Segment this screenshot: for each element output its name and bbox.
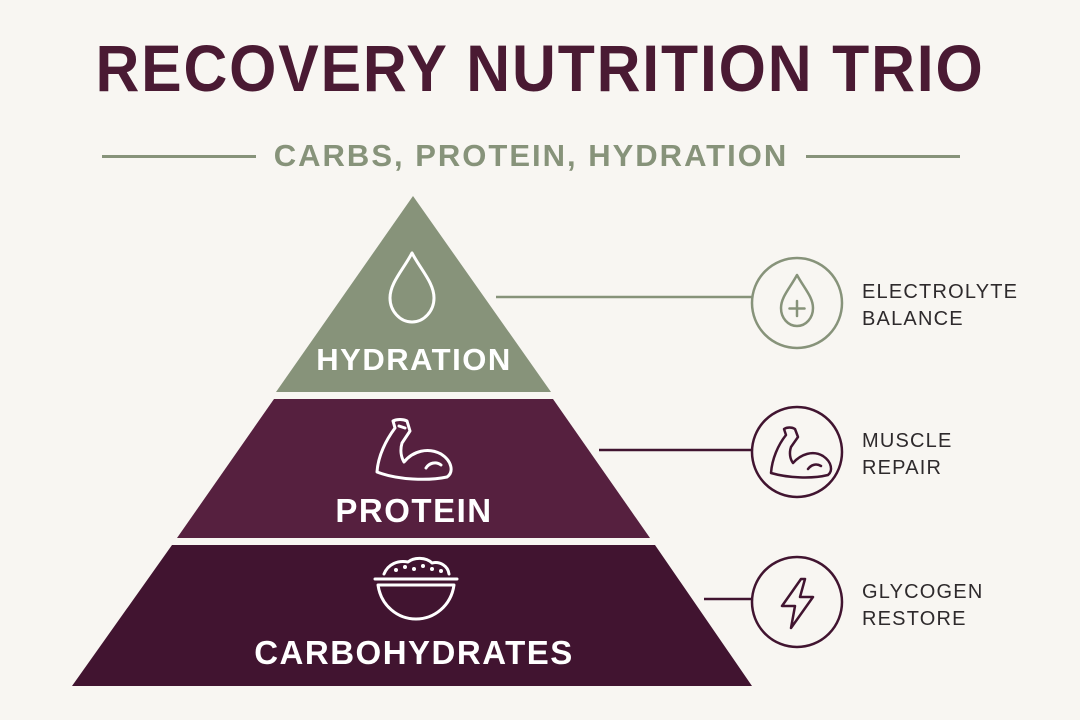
tier-label-protein: PROTEIN (335, 492, 492, 529)
pyramid-tier-protein (177, 399, 650, 538)
benefit-label-electrolyte-line1: ELECTROLYTE (862, 281, 1018, 303)
flexed-arm-icon (769, 426, 833, 479)
pyramid-tier-carbohydrates (72, 545, 752, 686)
benefit-circle-electrolyte (750, 256, 844, 350)
page-title: RECOVERY NUTRITION TRIO (95, 31, 985, 105)
benefit-circle-muscle (750, 405, 844, 499)
subtitle-row: CARBS, PROTEIN, HYDRATION (102, 134, 960, 178)
benefit-label-electrolyte-line2: BALANCE (862, 308, 964, 330)
benefit-circle-glycogen (750, 555, 844, 649)
page-subtitle: CARBS, PROTEIN, HYDRATION (273, 138, 789, 173)
water-drop-icon (388, 251, 436, 324)
benefit-label-muscle-line2: REPAIR (862, 457, 942, 479)
benefit-label-glycogen-line2: RESTORE (862, 608, 967, 630)
drop-plus-icon (779, 273, 815, 328)
benefit-label-glycogen-line1: GLYCOGEN (862, 581, 983, 603)
tier-label-hydration: HYDRATION (316, 342, 511, 377)
benefit-label-muscle-line1: MUSCLE (862, 430, 953, 452)
flexed-arm-icon (375, 418, 453, 481)
tier-label-carbohydrates: CARBOHYDRATES (254, 634, 574, 671)
grain-bowl-icon (373, 556, 459, 621)
lightning-bolt-icon (780, 577, 815, 630)
pyramid-tier-hydration (276, 196, 551, 392)
subtitle-rule-left (102, 154, 256, 158)
subtitle-rule-right (805, 154, 960, 158)
